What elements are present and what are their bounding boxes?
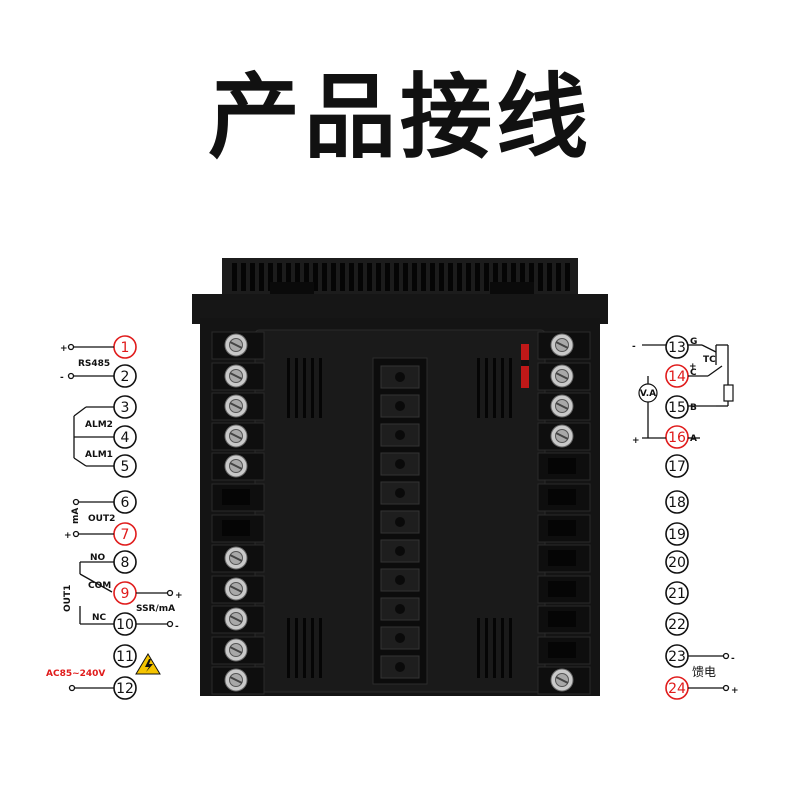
ssr-minus-sign: - [175,622,179,632]
right-terminal-15 [665,395,689,419]
left-terminal-number: 11 [116,649,134,665]
b-label: B [690,403,697,413]
right-terminal-21 [665,581,689,605]
right-terminal-19 [665,522,689,546]
right-terminal-number: 22 [668,617,686,633]
right-terminal-number: 16 [668,430,686,446]
left-terminal-number: 3 [121,400,130,416]
left-terminal-11 [113,644,137,668]
ac-supply-label: AC85~240V [46,669,105,679]
right-terminal-13 [665,335,689,359]
out2-plus-sign: + [64,531,72,541]
ma-label: mA [71,508,81,524]
feed-plus-sign: + [731,686,739,696]
controller-device [192,258,608,696]
page-title: 产品接线 [207,64,592,171]
left-terminal-number: 12 [116,681,134,697]
right-terminal-number: 21 [668,586,686,602]
left-terminal-number: 7 [121,527,130,543]
left-terminal-number: 6 [121,495,130,511]
a-label: A [690,434,697,444]
right-terminal-screws [537,331,591,695]
left-terminal-number: 4 [121,430,130,446]
left-terminal-number: 8 [121,555,130,571]
rs485-plus-sign: + [60,344,68,354]
center-rail-slots [380,365,420,679]
right-terminal-number: 24 [668,681,686,697]
c-label: C [690,368,697,378]
left-wiring [71,346,170,689]
high-voltage-warning-icon [135,653,161,675]
right-terminal-16 [665,425,689,449]
rtd-resistor-icon [723,384,734,402]
right-terminal-20 [665,550,689,574]
left-terminal-screws [211,331,265,695]
right-terminal-number: 23 [668,649,686,665]
alm2-label: ALM2 [85,420,113,430]
nc-label: NC [92,613,107,623]
out2-label: OUT2 [88,514,115,524]
va-plus-sign: + [632,436,640,446]
rs485-minus-sign: - [60,373,64,383]
right-terminal-number: 14 [668,369,686,385]
com-label: COM [88,581,111,591]
left-wiring-nodes [67,343,174,692]
tc-plus-sign: + [689,362,697,372]
right-terminal-number: 17 [668,459,686,475]
right-terminal-number: 18 [668,495,686,511]
top-vents [232,263,570,291]
left-terminal-number: 2 [121,369,130,385]
left-terminal-number: 1 [121,340,130,356]
left-terminal-number: 9 [121,586,130,602]
va-minus-sign: - [632,342,636,352]
va-meter-icon [638,383,658,403]
right-terminal-number: 13 [668,340,686,356]
right-terminal-17 [665,454,689,478]
rs485-label: RS485 [78,359,110,369]
right-terminal-18 [665,490,689,514]
out1-label: OUT1 [63,585,73,612]
g-label: G [690,337,697,347]
right-terminal-22 [665,612,689,636]
tc-label: TC [703,355,716,365]
ssr-plus-sign: + [175,591,183,601]
feed-minus-sign: - [731,654,735,664]
right-terminal-number: 15 [668,400,686,416]
vent-grilles [287,358,512,678]
right-terminal-column: 13 14 15 16 17 18 19 20 21 22 23 24 [665,335,689,700]
right-terminal-number: 19 [668,527,686,543]
left-terminal-number: 5 [121,459,130,475]
left-terminal-number: 10 [116,617,134,633]
right-terminal-number: 20 [668,555,686,571]
feed-label: 馈电 [692,665,716,679]
va-label: V.A [640,389,656,399]
ssr-ma-label: SSR/mA [136,604,175,614]
alm1-label: ALM1 [85,450,113,460]
no-label: NO [90,553,106,563]
